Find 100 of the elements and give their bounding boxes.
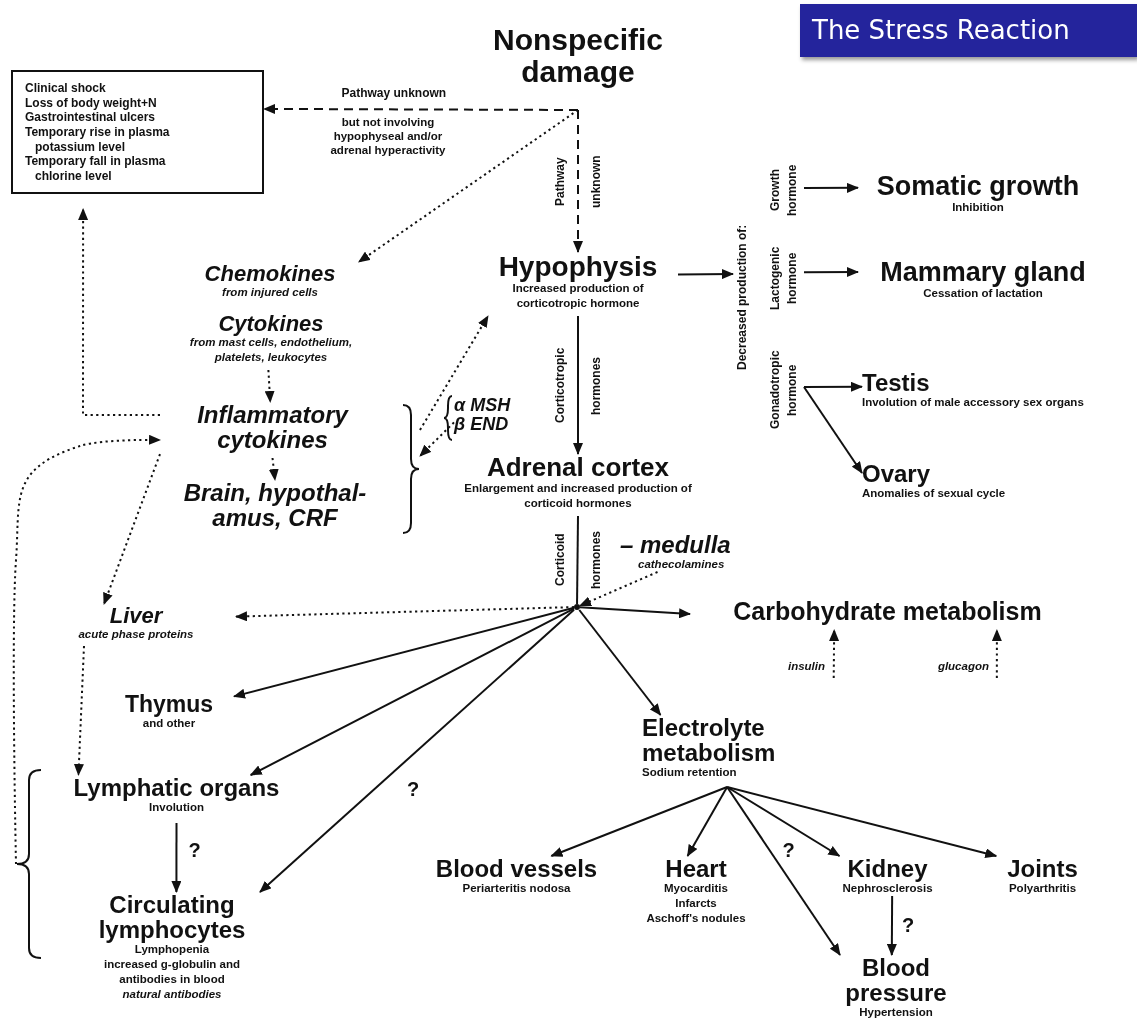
arrow [171,822,182,893]
rotated-label: Lactogenic hormone [767,245,800,312]
node-title: Inflammatory cytokines [196,402,350,453]
dashed-arrow [573,109,583,253]
edge-label: Corticoid hormones [551,530,604,591]
symptom-item: Temporary rise in plasma potassium level [25,124,171,155]
node-title: Ovary [862,461,931,487]
node-title: Hypophysis [498,252,658,282]
node-title: Circulating lymphocytes [97,892,247,943]
node-title: Blood pressure [844,955,948,1006]
dotted-arrow [829,629,840,679]
node-title: Mammary gland [880,258,1086,287]
arrow [686,786,729,857]
node-title: Brain, hypothal- amus, CRF [182,480,368,531]
symptom-box [11,70,264,195]
dotted-arrow [991,629,1002,679]
node-description: Sodium retention [642,765,737,781]
node-title: Chemokines [204,262,336,286]
dotted-arrow [78,208,161,416]
arrow [726,786,998,859]
dashed-arrow [263,103,579,114]
arrow [803,267,859,277]
node-description: Aschoff's nodules [646,911,746,926]
rotated-label: Gonadotropic hormone [767,349,800,432]
annotation-text: but not involving hypophyseal and/or adrenal hyperactivity [329,116,447,158]
arrow [726,786,841,857]
edge-label: Corticotropic hormones [552,346,604,425]
node-title: – medulla [620,532,731,558]
dotted-arrow [103,453,161,605]
node-description: cathecolamines [638,557,725,573]
node-title: Carbohydrate metabolism [733,598,1042,625]
node-title: Adrenal cortex [486,454,670,482]
node-title: Joints [1007,856,1078,882]
node-title: Cytokines [218,312,324,336]
node-title: Thymus [124,692,214,717]
dotted-arrow [264,369,275,403]
dotted-arrow [268,457,279,481]
node-title: Lymphatic organs [73,775,280,801]
node-description: Periarteritis nodosa [462,881,571,897]
arrow [578,609,662,716]
arrow [886,895,897,956]
node-description: Enlargement and increased production of corticoid hormones [463,481,693,512]
dotted-arrow [357,109,579,263]
node-description: Nephrosclerosis [842,882,933,897]
node-description: Infarcts [675,896,717,912]
node-title: β END [454,414,509,434]
node-description: Hypertension [859,1006,933,1021]
dotted-arrow [73,645,85,776]
symptom-item: Gastrointestinal ulcers [25,110,156,125]
junction-dot [574,604,580,610]
rotated-label: Growth hormone [767,163,800,218]
node-description: Increased production of corticotropic hormone [511,282,645,312]
node-title: glucagon [937,660,989,673]
edge-label: Pathway unknown [339,86,449,101]
arrow [677,269,734,280]
rotated-label: Decreased production of: [733,223,750,373]
node-description: and other [142,717,196,732]
node-description: Anomalies of sexual cycle [862,487,1006,502]
arrow [803,182,859,193]
dotted-arrow [419,421,455,457]
node-title: Liver [109,604,163,628]
symptom-item: Clinical shock [25,81,106,96]
dotted-arrow [419,315,489,431]
node-title: Somatic growth [876,172,1080,201]
node-title: Kidney [847,856,928,882]
dotted-arrow [235,606,575,622]
arrow [550,786,729,857]
node-title: Blood vessels [435,856,598,882]
node-description: acute phase proteins [78,627,194,643]
node-title: Heart [665,856,727,882]
node-description: Inhibition [952,201,1004,216]
dotted-arrow [579,571,659,607]
symptom-item: Temporary fall in plasma chlorine level [25,154,167,184]
arrow [803,386,863,474]
node-title: Testis [862,370,930,396]
symptom-item: Loss of body weight+N [25,95,157,111]
node-description: from mast cells, endothelium, platelets, leukocytes [188,336,354,365]
dotted-arrow [12,434,161,865]
node-description: Involution [149,801,204,816]
node-description: Myocarditis [664,881,728,897]
arrow [579,606,691,619]
arrow [233,606,575,699]
arrow [259,608,575,893]
node-description: Polyarthritis [1008,881,1077,897]
edge-label: Pathway unknown [552,153,604,210]
node-description: natural antibodies [122,987,222,1003]
arrow [726,786,841,956]
arrow [573,315,583,455]
arrow [249,607,575,776]
connector-line [576,515,579,605]
node-description: Cessation of lactation [923,287,1043,302]
node-description: Involution of male accessory sex organs [862,395,1084,411]
node-title: Electrolyte metabolism [642,715,777,766]
node-title: α MSH [454,396,511,415]
arrow [803,381,863,392]
node-description: from injured cells [222,285,318,301]
node-title: Nonspecific damage [491,24,664,87]
title-banner: The Stress Reaction [800,4,1137,57]
node-description: Lymphopenia [134,943,210,958]
node-title: insulin [787,660,825,673]
